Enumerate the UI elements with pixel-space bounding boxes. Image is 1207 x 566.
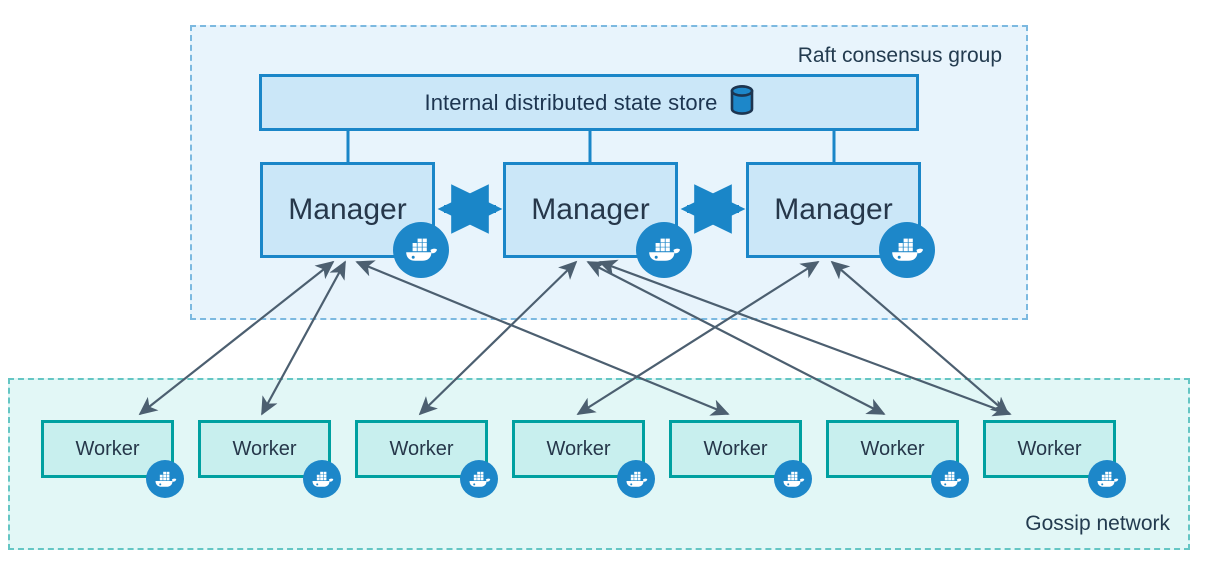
worker-node-4: Worker [512, 420, 645, 478]
worker-label: Worker [75, 437, 140, 460]
manager-label: Manager [531, 193, 650, 226]
manager-node-2: Manager [503, 162, 678, 258]
worker-label: Worker [546, 437, 611, 460]
worker-node-1: Worker [41, 420, 174, 478]
docker-whale-icon [774, 460, 812, 498]
worker-node-2: Worker [198, 420, 331, 478]
gossip-group-label: Gossip network [1025, 512, 1170, 535]
docker-whale-icon [931, 460, 969, 498]
docker-whale-icon [303, 460, 341, 498]
docker-whale-icon [1088, 460, 1126, 498]
database-cylinder-icon [730, 85, 754, 120]
internal-state-store-node: Internal distributed state store [259, 74, 919, 131]
worker-label: Worker [860, 437, 925, 460]
manager-label: Manager [288, 193, 407, 226]
docker-whale-icon [460, 460, 498, 498]
worker-label: Worker [232, 437, 297, 460]
docker-whale-icon [617, 460, 655, 498]
manager-label: Manager [774, 193, 893, 226]
docker-whale-icon [146, 460, 184, 498]
manager-node-3: Manager [746, 162, 921, 258]
worker-label: Worker [703, 437, 768, 460]
docker-whale-icon [393, 222, 449, 278]
state-store-label: Internal distributed state store [424, 89, 718, 115]
worker-label: Worker [1017, 437, 1082, 460]
docker-whale-icon [636, 222, 692, 278]
raft-group-label: Raft consensus group [797, 44, 1002, 67]
worker-label: Worker [389, 437, 454, 460]
docker-whale-icon [879, 222, 935, 278]
manager-node-1: Manager [260, 162, 435, 258]
